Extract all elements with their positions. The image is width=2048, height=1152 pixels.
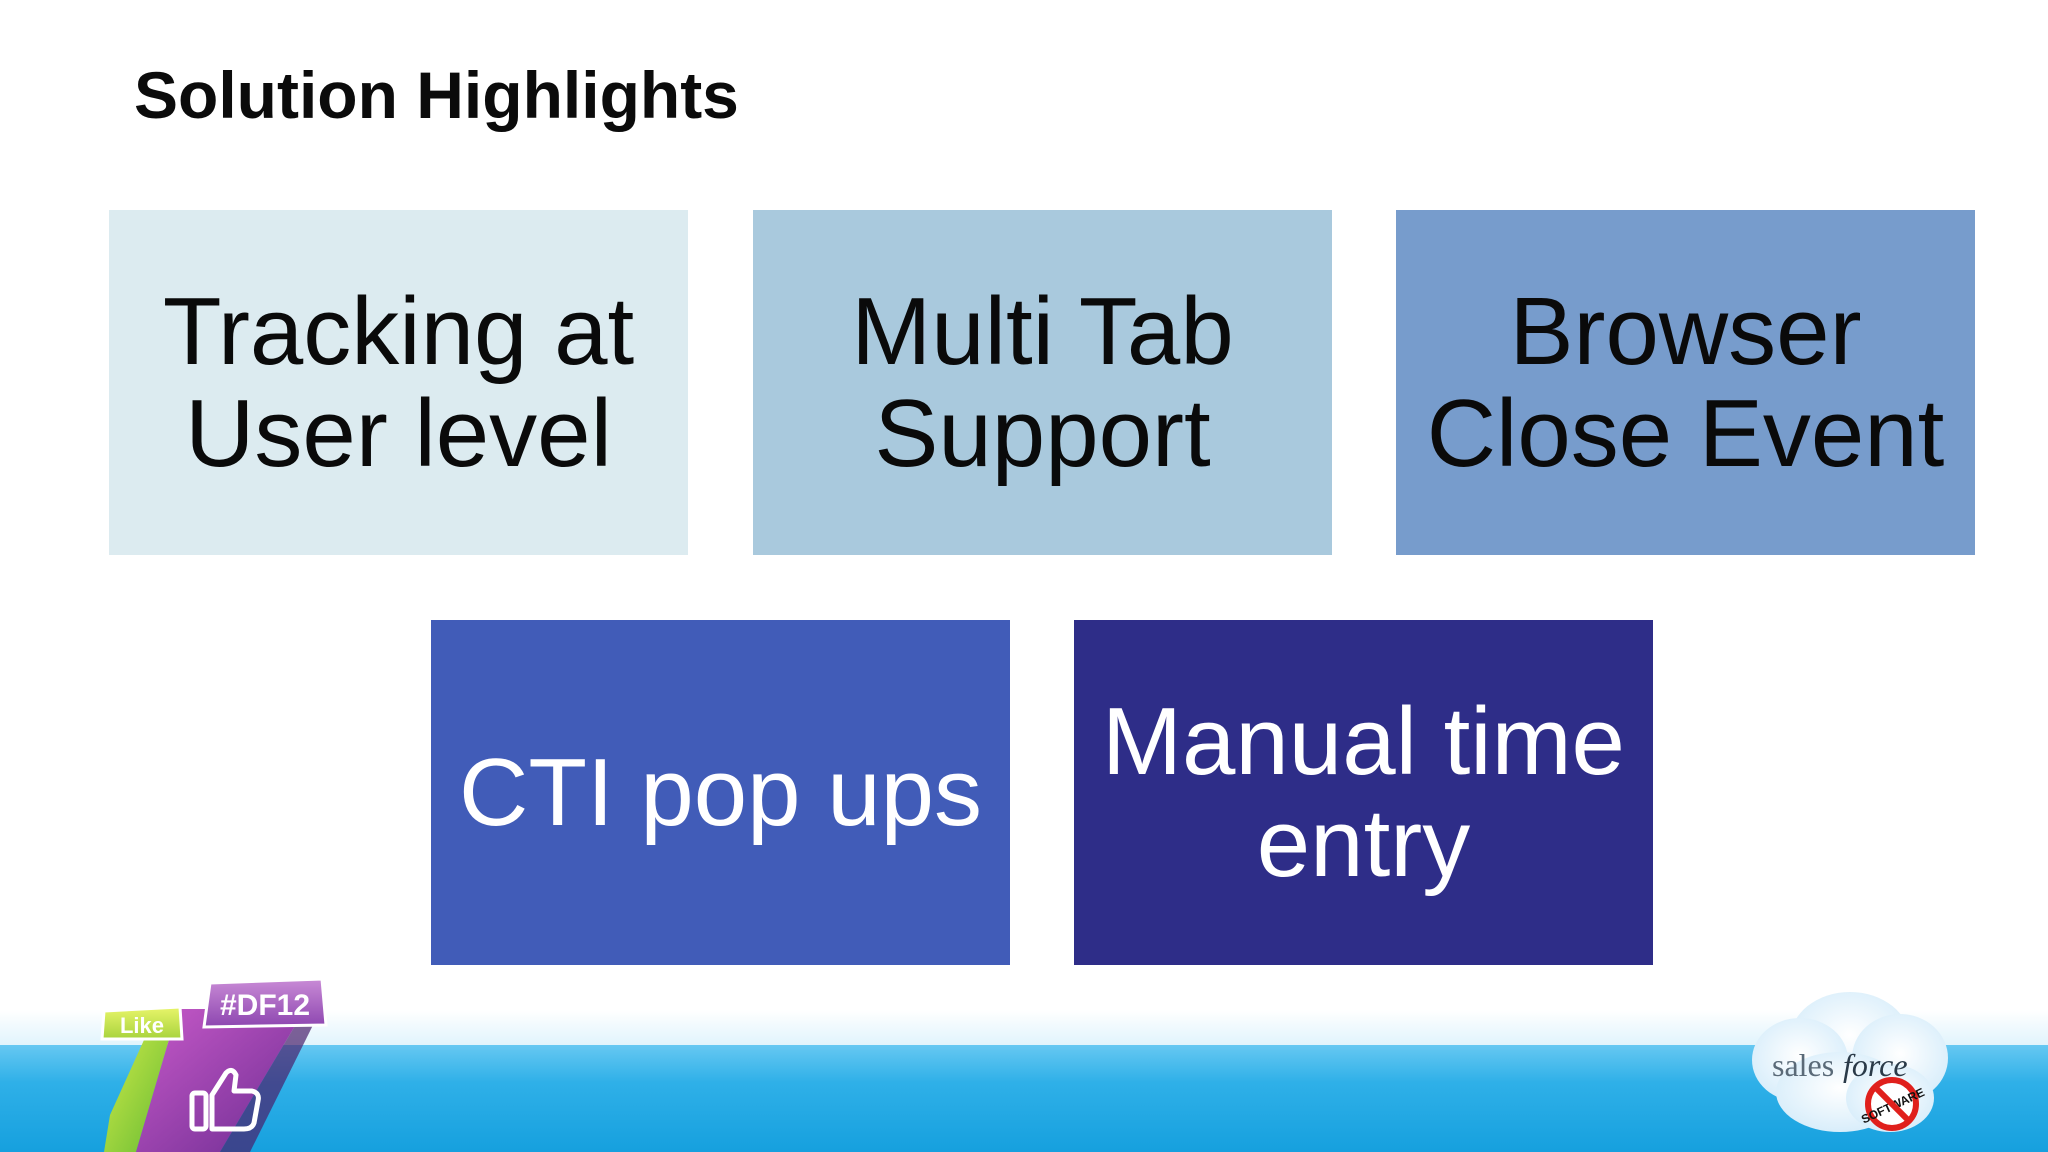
logo-wordmark-sales: sales	[1772, 1047, 1834, 1083]
logo-wordmark-force: force	[1843, 1047, 1908, 1083]
highlight-tile-label: Tracking at User level	[162, 277, 635, 487]
highlight-tile-multi-tab: Multi Tab Support	[753, 210, 1332, 555]
salesforce-logo: sales force SOFTWARE	[1752, 992, 1948, 1132]
hashtag-text: #DF12	[220, 989, 310, 1022]
hashtag-badge: #DF12	[202, 977, 328, 1029]
footer-fade	[0, 1010, 2048, 1048]
highlight-tile-label: Multi Tab Support	[851, 277, 1234, 487]
like-text: Like	[120, 1013, 164, 1038]
highlight-tile-label: Manual time entry	[1102, 687, 1625, 897]
no-software-icon: SOFTWARE	[1859, 1077, 1927, 1131]
highlight-tile-cti: CTI pop ups	[431, 620, 1010, 965]
highlight-tile-label: CTI pop ups	[459, 738, 982, 846]
like-badge: Like	[100, 1005, 184, 1041]
thumbs-up-icon	[189, 1067, 261, 1132]
footer-band	[0, 1045, 2048, 1152]
highlight-tile-manual-time: Manual time entry	[1074, 620, 1653, 965]
slide-title: Solution Highlights	[134, 58, 739, 132]
highlight-tile-tracking: Tracking at User level	[109, 210, 688, 555]
highlight-tile-browser-close: Browser Close Event	[1396, 210, 1975, 555]
dreamforce-like-logo: #DF12 Like	[100, 977, 328, 1152]
highlight-tile-label: Browser Close Event	[1426, 277, 1945, 487]
